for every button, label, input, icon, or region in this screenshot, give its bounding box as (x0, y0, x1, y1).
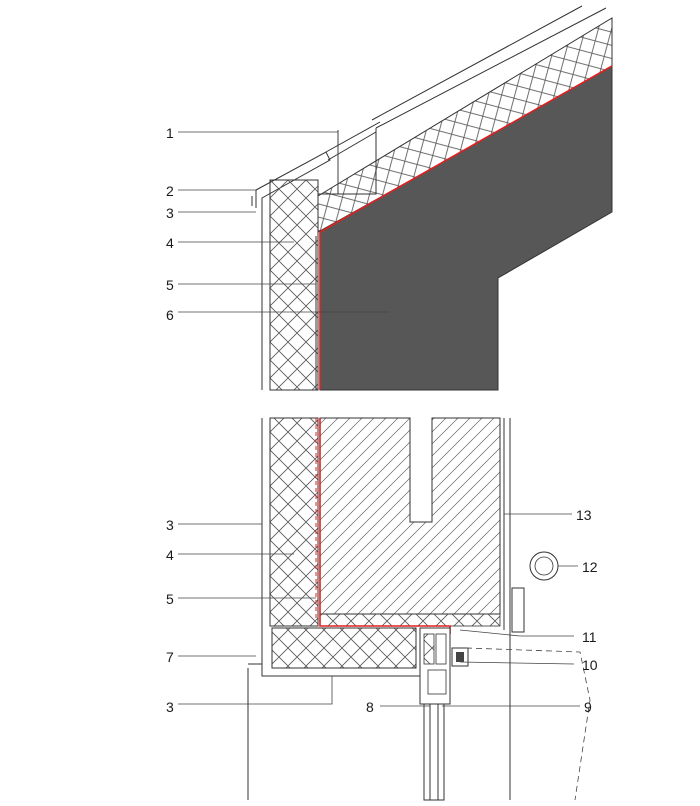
callout-9: 9 (584, 699, 592, 715)
callout-5-lower: 5 (166, 591, 174, 607)
callout-13: 13 (576, 507, 592, 523)
callout-1: 1 (166, 125, 174, 141)
membrane-upper (319, 65, 613, 390)
wall-insulation-lower (269, 417, 319, 627)
callout-12: 12 (582, 559, 598, 575)
blind-dashed-line (465, 647, 591, 801)
glazing (423, 703, 445, 801)
callout-10: 10 (582, 657, 598, 673)
leader-lines (178, 131, 580, 707)
lintel-strip (319, 613, 501, 627)
pipe (529, 551, 559, 581)
concrete-wall-lower (319, 417, 501, 615)
callout-3-sill: 3 (166, 699, 174, 715)
callout-7: 7 (166, 649, 174, 665)
wall-insulation-upper (269, 179, 319, 391)
callout-4: 4 (166, 235, 174, 251)
callout-5: 5 (166, 277, 174, 293)
callout-3-lower: 3 (166, 517, 174, 533)
callout-3: 3 (166, 205, 174, 221)
callout-6: 6 (166, 307, 174, 323)
callout-8: 8 (366, 699, 374, 715)
callout-2: 2 (166, 183, 174, 199)
head-insulation (271, 627, 417, 669)
callout-labels: 1 2 3 4 5 6 3 4 5 7 3 8 13 12 11 10 9 (166, 125, 598, 715)
lower-detail (247, 417, 591, 801)
upper-detail (251, 5, 613, 391)
callout-4-lower: 4 (166, 547, 174, 563)
callout-11: 11 (582, 629, 597, 645)
